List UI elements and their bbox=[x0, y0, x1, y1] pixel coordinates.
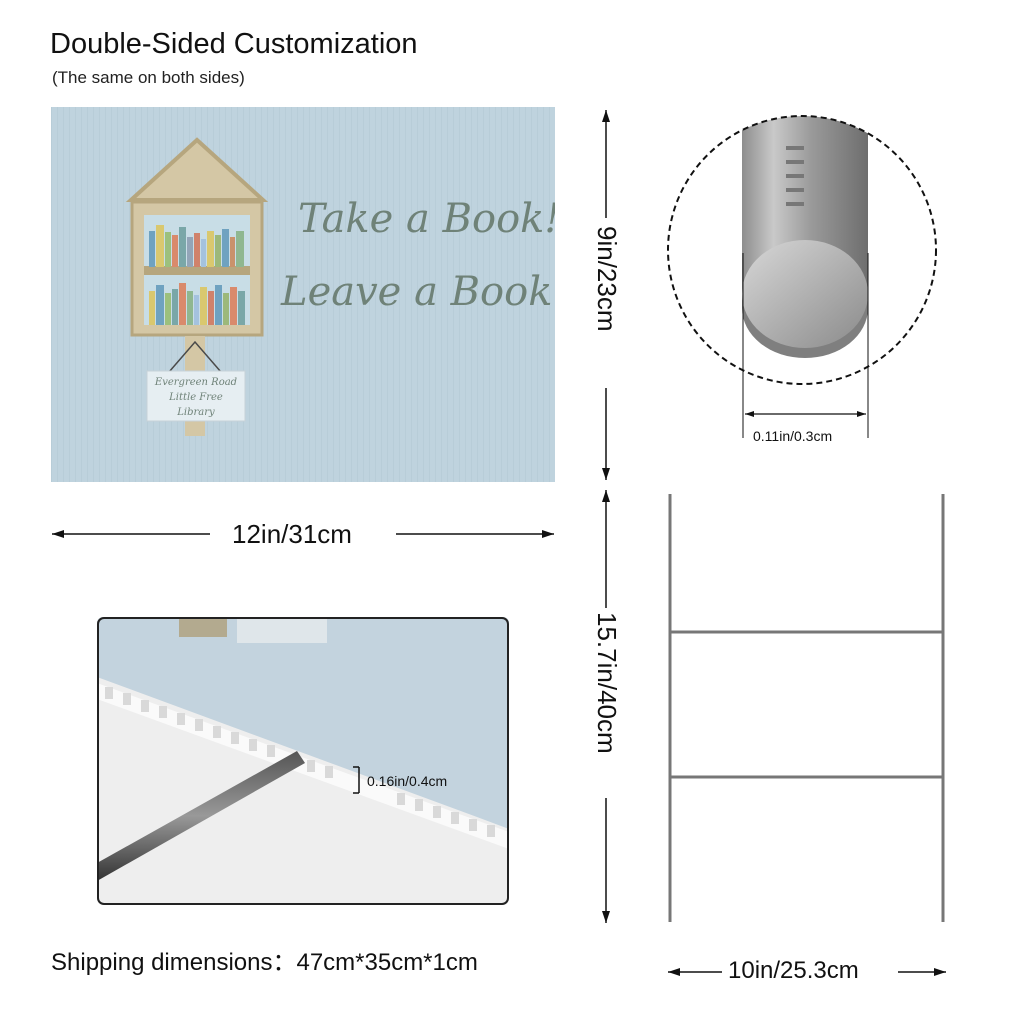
plaque-line-3: Library bbox=[176, 407, 215, 418]
page-title: Double-Sided Customization bbox=[50, 28, 418, 60]
sign-width-arrow bbox=[52, 530, 554, 538]
page-subtitle: (The same on both sides) bbox=[52, 68, 245, 87]
stake-width-arrow bbox=[668, 968, 946, 976]
shipping-dimensions: Shipping dimensions：47cm*35cm*1cm bbox=[51, 949, 478, 976]
h-stake-illustration bbox=[668, 494, 945, 922]
sign-preview: Evergreen Road Little Free Library Take … bbox=[51, 107, 555, 482]
stake-height-label: 15.7in/40cm bbox=[592, 612, 622, 754]
plaque-line-2: Little Free bbox=[168, 392, 223, 403]
sign-height-label: 9in/23cm bbox=[592, 226, 622, 332]
sign-line-2: Leave a Book! bbox=[280, 269, 555, 315]
wire-diameter-label: 0.11in/0.3cm bbox=[753, 428, 833, 444]
stake-width-label: 10in/25.3cm bbox=[728, 957, 859, 984]
board-thickness-photo bbox=[97, 617, 509, 905]
stake-height-arrow bbox=[602, 490, 610, 923]
wire-detail-zoom bbox=[667, 115, 937, 438]
library-house-illustration bbox=[125, 137, 269, 436]
plaque-line-1: Evergreen Road bbox=[154, 377, 237, 388]
sign-width-label: 12in/31cm bbox=[232, 519, 352, 549]
sign-height-arrow bbox=[602, 110, 610, 480]
board-thickness-label: 0.16in/0.4cm bbox=[367, 773, 448, 789]
sign-line-1: Take a Book! bbox=[298, 196, 555, 242]
